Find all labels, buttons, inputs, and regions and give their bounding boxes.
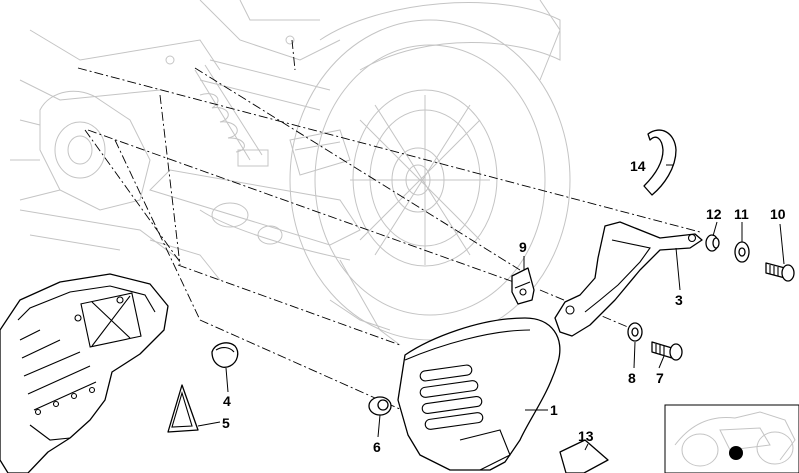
callout-6: 6: [373, 439, 381, 455]
callout-5: 5: [222, 415, 230, 431]
part-12-bush: [705, 234, 720, 252]
leader-lines: [197, 164, 785, 451]
callout-12: 12: [706, 206, 722, 222]
part-11-washer: [734, 241, 750, 263]
part-8-washer: [627, 322, 643, 342]
callout-9: 9: [519, 239, 527, 255]
inset-thumbnail: [664, 404, 799, 473]
part-5-seal: [167, 384, 199, 433]
part-9-clip-nut: [511, 267, 535, 305]
callout-14: 14: [630, 158, 646, 174]
callout-13: 13: [578, 428, 594, 444]
motorcycle-background: [10, 0, 571, 346]
part-left-cover: [0, 273, 169, 473]
part-6-grommet: [368, 396, 392, 416]
inset-location-dot: [729, 446, 743, 460]
part-13-pad: [559, 439, 609, 473]
callout-labels: 14 12 11 10 3 9 8 7 1 4 5 6 13: [222, 158, 786, 455]
assembly-lines: [77, 39, 701, 411]
part-1-right-cover: [397, 317, 561, 471]
callout-11: 11: [734, 206, 749, 222]
part-4-grommet: [211, 342, 239, 368]
callout-7: 7: [656, 370, 664, 386]
callout-8: 8: [628, 370, 636, 386]
callout-3: 3: [675, 292, 683, 308]
part-7-screw: [651, 341, 683, 361]
part-3-bracket: [554, 221, 703, 337]
part-14-hose: [643, 129, 677, 196]
part-10-screw: [765, 262, 795, 282]
callout-10: 10: [770, 206, 786, 222]
callout-4: 4: [223, 393, 231, 409]
callout-1: 1: [550, 402, 558, 418]
